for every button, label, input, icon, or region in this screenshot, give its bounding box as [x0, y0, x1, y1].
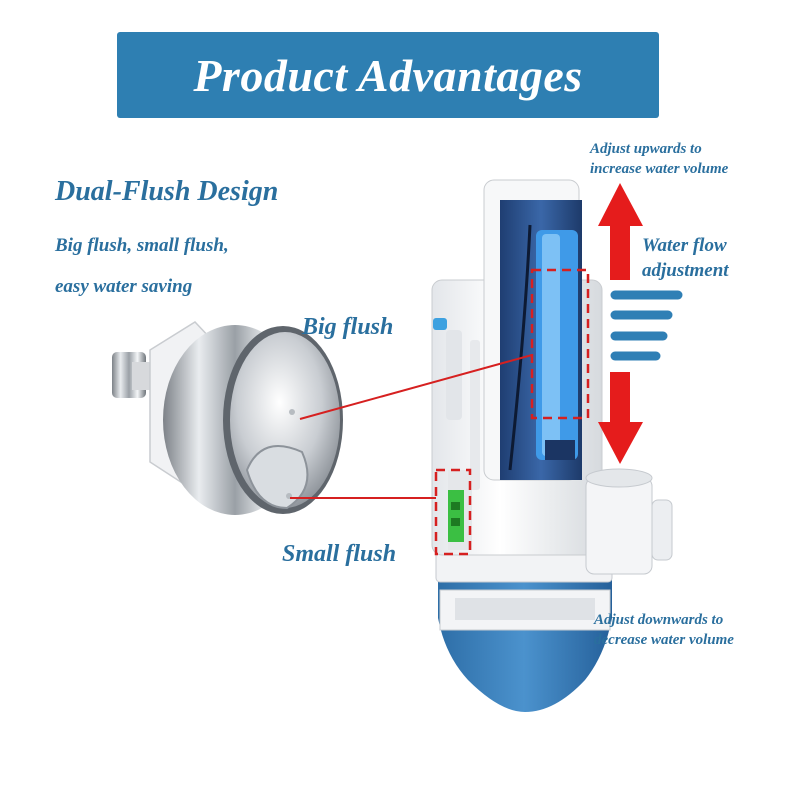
small-flush-button-shape [245, 445, 309, 510]
flush-valve [431, 179, 673, 712]
float-highlight-box [530, 268, 590, 420]
feature-line-1: Big flush, small flush, [55, 235, 229, 256]
feature-heading: Dual-Flush Design [55, 176, 279, 207]
title-banner: Product Advantages [117, 32, 659, 118]
adjust-down-line-1: Adjust downwards to [594, 612, 724, 628]
adjust-down-note: Adjust downwards to decrease water volum… [594, 610, 734, 650]
valve-base [436, 565, 612, 712]
big-flush-pointer [299, 354, 533, 420]
small-flush-highlight-box [434, 468, 472, 556]
adjust-down-line-2: decrease water volume [594, 632, 734, 648]
water-flow-line-2: adjustment [642, 260, 729, 281]
adjust-up-note: Adjust upwards to increase water volume [590, 139, 728, 179]
water-flow-line-1: Water flow [642, 235, 727, 256]
feature-line-2: easy water saving [55, 276, 193, 297]
small-flush-adjuster [448, 490, 464, 542]
arrow-up-icon [598, 183, 643, 280]
page-title: Product Advantages [193, 49, 583, 101]
flush-button-assembly [112, 321, 343, 515]
arrow-down-icon [598, 372, 643, 464]
adjust-up-line-2: increase water volume [590, 161, 729, 177]
water-flow-lines-icon [610, 290, 683, 361]
small-flush-label: Small flush [282, 541, 397, 567]
water-flow-note: Water flow adjustment [642, 233, 729, 283]
overflow-pipe [585, 477, 653, 575]
big-flush-label: Big flush [302, 314, 394, 340]
adjust-up-line-1: Adjust upwards to [590, 141, 702, 157]
